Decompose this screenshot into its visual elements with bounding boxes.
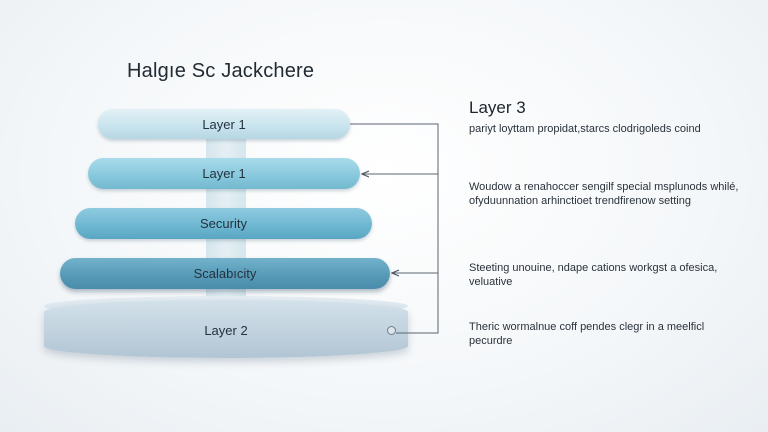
connector-vertical [350, 123, 439, 334]
base-layer-label: Layer 2 [204, 323, 248, 338]
layer-scalability: Scalabıcity [60, 258, 390, 289]
layer-top-label: Layer 1 [202, 116, 246, 132]
side-heading: Layer 3 [469, 98, 526, 117]
layer-security-label: Security [200, 216, 247, 231]
layer-second-label: Layer 1 [202, 166, 246, 181]
layer-second: Layer 1 [88, 158, 360, 189]
description-4: Theric wormalnue coff pendes clegr in a … [469, 321, 705, 347]
description-2: Woudow a renahoccer sengilf special mspl… [469, 181, 739, 207]
layer-security: Security [75, 208, 372, 239]
base-platform [44, 300, 408, 358]
layer-scalability-label: Scalabıcity [193, 266, 257, 281]
diagram-title: Halgıe Sc Jackchere [127, 60, 315, 82]
layer-top: Layer 1 [98, 109, 350, 139]
connector-dot [387, 326, 396, 335]
description-3: Steeting unouine, ndape cations workgst … [469, 262, 718, 288]
description-1: pariyt loyttam propidat,starcs clodrigol… [469, 123, 701, 135]
